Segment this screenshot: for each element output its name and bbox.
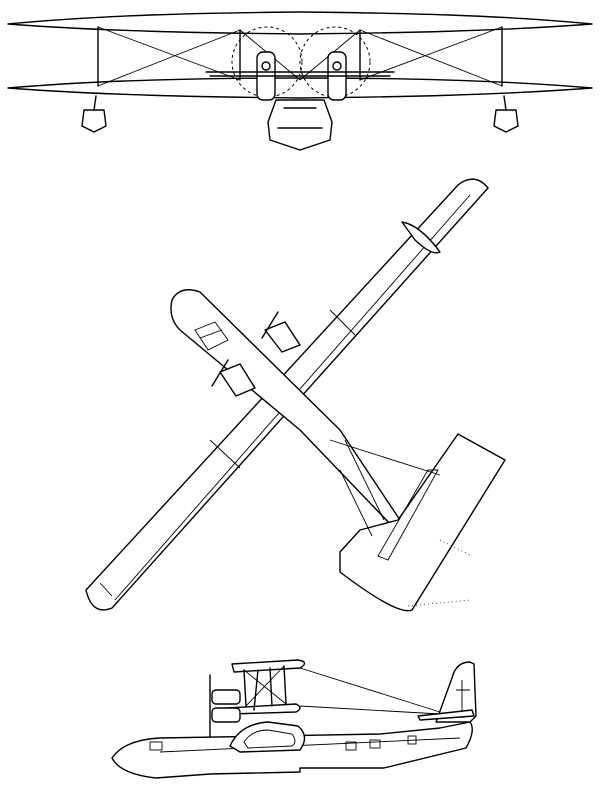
top-tail-bracing [329,439,441,537]
front-hull [267,99,333,151]
side-rigging [243,665,441,715]
top-engine-nacelles [211,311,301,397]
front-upper-wing [7,11,593,35]
side-upper-wing [231,659,306,673]
front-wing-floats [81,95,519,133]
side-view [111,659,477,779]
side-cockpit [229,721,306,753]
side-windows [149,735,417,751]
front-lower-wing [7,77,593,99]
side-engines [209,674,241,743]
side-struts [243,665,287,711]
side-lower-wing [227,703,301,715]
top-tailplane [339,433,506,612]
top-cockpit [194,321,229,351]
top-view [85,178,506,612]
top-wing-float [401,221,441,254]
front-engine-nacelles [205,51,395,101]
front-view [7,11,593,151]
side-tailplane [417,709,475,721]
side-tail-fin [435,661,477,723]
